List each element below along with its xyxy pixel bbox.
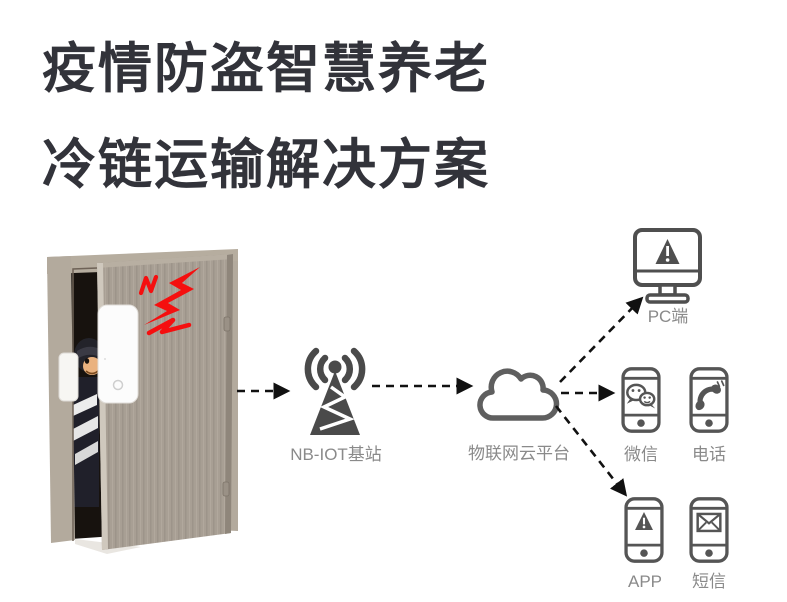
page-title-line1: 疫情防盗智慧养老 [42,39,490,99]
handset-icon [695,380,725,411]
lightning-alarm-icon [138,267,200,336]
envelope-icon [696,512,722,533]
pc-label: PC端 [647,307,689,326]
wechat-phone-icon [621,367,661,433]
phone-label: 电话 [692,445,726,464]
page-title-line2: 冷链运输解决方案 [42,135,490,195]
base-station-label: NB-IOT基站 [290,445,382,464]
cloud-icon [477,368,560,421]
warning-triangle-icon [635,512,653,530]
app-alert-phone-icon [624,497,664,563]
cloud-platform-label: 物联网云平台 [468,444,570,463]
antenna-tower-icon [304,347,366,435]
call-phone-icon [689,367,729,433]
door-alarm-illustration [47,249,238,554]
monitor-alert-icon [633,228,702,304]
burglar-figure [73,338,101,507]
door-sensor-icon [58,304,139,404]
wechat-logo-icon [626,383,656,409]
sms-phone-icon [689,497,729,563]
wechat-label: 微信 [624,445,658,464]
sms-label: 短信 [692,572,726,591]
app-label: APP [627,572,663,591]
